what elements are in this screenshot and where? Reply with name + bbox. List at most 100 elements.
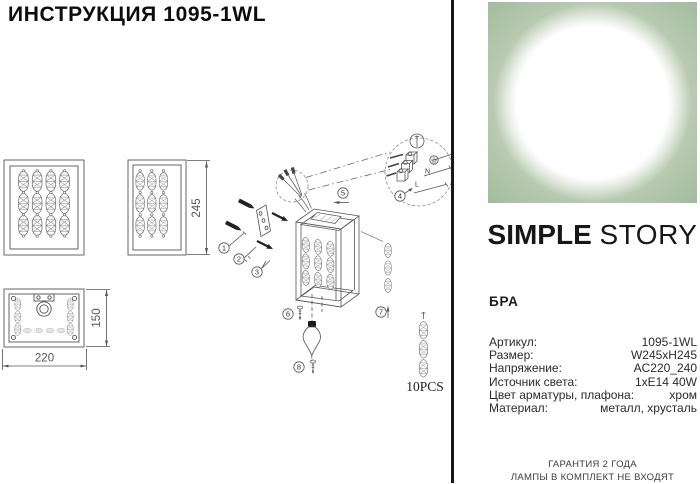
connector-dot <box>138 169 142 173</box>
crystal-element <box>313 238 323 256</box>
dimension-depth: 150 <box>86 289 110 347</box>
screw-fastener <box>227 231 271 275</box>
connector-dot <box>138 191 142 195</box>
connector-dot <box>150 191 154 195</box>
crystal-element <box>135 171 145 191</box>
crystal-element <box>418 358 429 378</box>
spec-row-voltage: Напряжение: AC220_240 <box>489 362 697 375</box>
spec-value: 1xE14 40W <box>634 374 697 389</box>
crystal-element <box>45 214 57 237</box>
crystal-element <box>384 242 392 259</box>
step-5-number: 5 <box>341 189 345 198</box>
connector-dot <box>162 234 166 238</box>
crystal-element <box>59 192 70 215</box>
connector-dot <box>21 169 25 173</box>
wire-detail-bubble <box>275 166 309 203</box>
connector-dot <box>63 234 67 238</box>
spec-value: хром <box>669 387 697 402</box>
crystal-element <box>31 192 43 215</box>
crystal-element <box>158 193 169 213</box>
dim-245-label: 245 <box>191 198 203 217</box>
crystal-element <box>301 236 310 254</box>
step-1-number: 1 <box>222 244 226 253</box>
crystal-element <box>45 328 55 333</box>
crystal-element <box>147 171 157 191</box>
step-4-number: 4 <box>398 192 402 201</box>
connector-dot <box>35 169 39 173</box>
exploded-assembly-drawing: N L <box>218 133 452 394</box>
bulb-drawing <box>302 321 321 361</box>
crystal-element <box>31 170 43 193</box>
technical-drawing: 245 220 150 <box>2 133 452 394</box>
connector-dot <box>35 234 39 238</box>
dimension-height: 245 <box>187 160 210 255</box>
connector-dot <box>162 191 166 195</box>
crystal-element <box>66 297 74 311</box>
spare-crystal-strip <box>418 312 429 378</box>
brand-name-light: STORY <box>599 219 698 250</box>
connector-dot <box>162 213 166 217</box>
crystal-element <box>326 256 335 274</box>
spec-label: Напряжение: <box>489 361 562 376</box>
dim-220-label: 220 <box>35 353 54 365</box>
crystal-element <box>59 214 70 237</box>
connector-dot <box>35 213 39 217</box>
crystal-element <box>18 214 29 237</box>
brand-glow-square <box>488 2 697 203</box>
crystal-element <box>14 310 22 324</box>
terminal-detail-bubble: N L <box>384 133 452 207</box>
front-view-drawing <box>3 159 85 256</box>
dim-150-label: 150 <box>91 308 103 327</box>
connector-dot <box>150 169 154 173</box>
crystal-element <box>313 254 323 273</box>
step-8-number: 8 <box>297 363 301 372</box>
spec-label: Цвет арматуры, плафона: <box>489 387 635 402</box>
connector-dot <box>49 213 53 217</box>
crystal-element <box>22 328 33 333</box>
connector-dot <box>162 169 166 173</box>
crystal-element <box>158 171 169 191</box>
crystal-element <box>326 239 335 258</box>
connector-dot <box>49 169 53 173</box>
crystal-element <box>56 328 66 333</box>
crystal-element <box>147 215 157 235</box>
connector-dot <box>21 213 25 217</box>
step-2-number: 2 <box>237 255 241 264</box>
crystal-element <box>301 269 310 287</box>
spec-value: W245xH245 <box>630 348 697 363</box>
crystal-element <box>135 215 145 235</box>
crystal-element <box>418 320 429 340</box>
ground-symbol-icon <box>429 155 439 165</box>
page-title: ИНСТРУКЦИЯ 1095-1WL <box>8 3 267 26</box>
crystal-element <box>158 215 169 235</box>
crystal-element <box>135 193 145 213</box>
spec-row-size: Размер: W245xH245 <box>489 349 697 362</box>
spec-value: AC220_240 <box>633 361 697 376</box>
connector-dot <box>138 213 142 217</box>
connector-dot <box>63 191 67 195</box>
crystal-element <box>66 322 74 336</box>
spec-row-material: Материал: металл, хрусталь <box>489 401 697 416</box>
machine-screw <box>309 359 316 374</box>
connector-dot <box>63 169 67 173</box>
spec-row-color: Цвет арматуры, плафона: хром <box>489 387 697 402</box>
spec-list: Артикул: 1095-1WL Размер: W245xH245 Напр… <box>489 335 697 416</box>
brand-name-bold: SIMPLE <box>487 219 592 250</box>
top-view-drawing <box>3 288 85 348</box>
crystal-element <box>301 252 310 271</box>
crystal-element <box>34 328 44 333</box>
crystal-element <box>31 214 43 237</box>
spec-value: металл, хрусталь <box>600 401 697 416</box>
step-3-number: 3 <box>255 268 259 277</box>
spec-label: Источник света: <box>489 374 578 389</box>
terminal-block <box>396 151 418 182</box>
crystal-element <box>384 277 392 294</box>
spec-label: Материал: <box>489 401 548 416</box>
connector-dot <box>63 213 67 217</box>
lamp-cage <box>294 208 361 321</box>
crystal-element <box>59 170 70 193</box>
pcs-label: 10PCS <box>406 379 444 394</box>
spec-row-article: Артикул: 1095-1WL <box>489 335 697 349</box>
connector-dot <box>35 191 39 195</box>
